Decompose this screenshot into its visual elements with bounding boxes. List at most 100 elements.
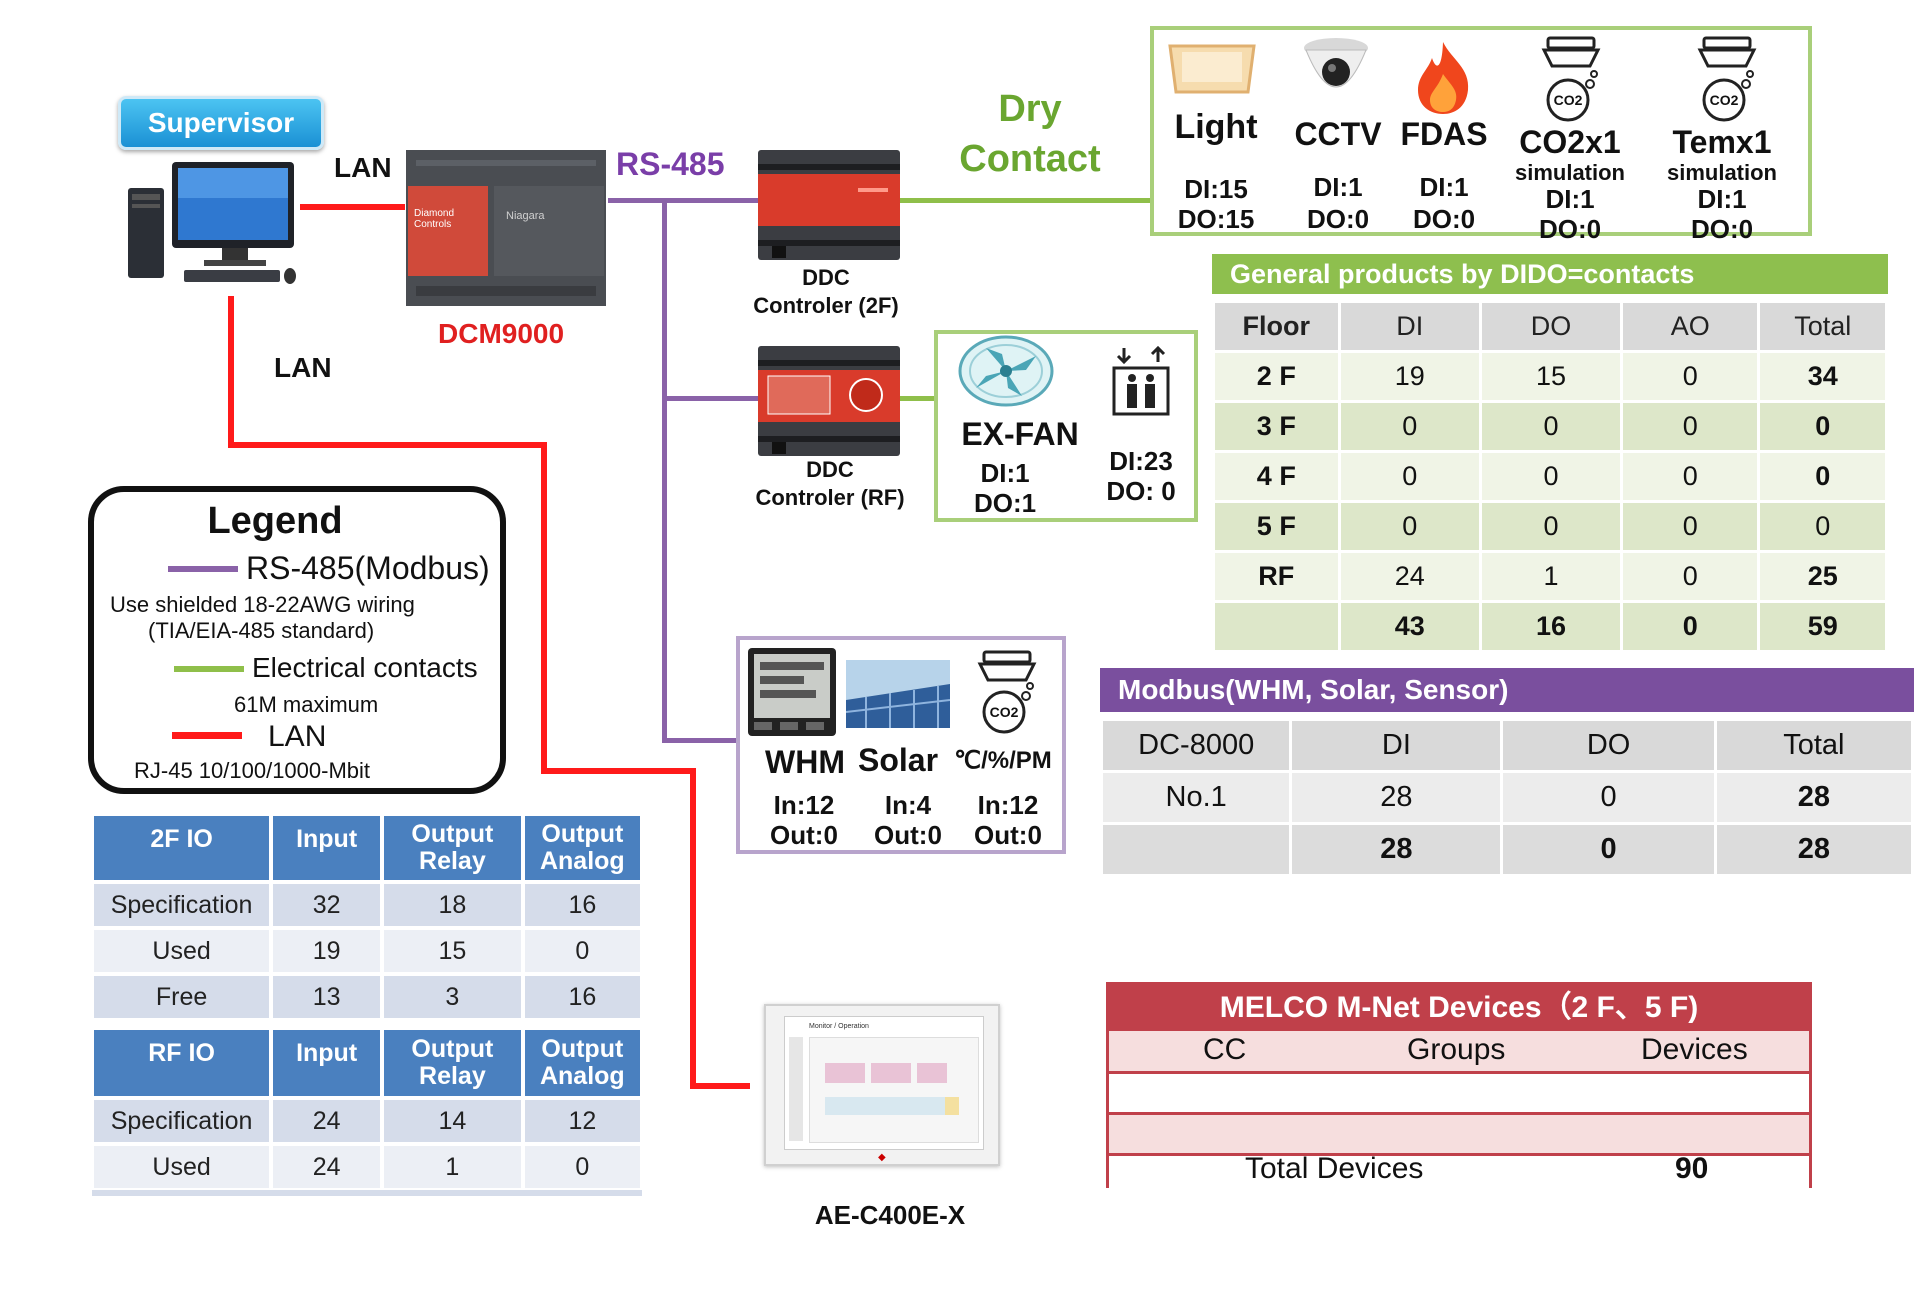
- dido-cell: 0: [1620, 550, 1761, 603]
- device-fdas-do: DO:0: [1412, 204, 1476, 234]
- modbus-cell: 0: [1500, 770, 1717, 825]
- legend-rs485-note2: (TIA/EIA-485 standard): [148, 618, 375, 643]
- modbus-cell: 28: [1289, 770, 1504, 825]
- lan-wire-down: [228, 296, 234, 446]
- ddc-rf-device[interactable]: [758, 346, 900, 456]
- touch-panel-screen: Monitor / Operation: [784, 1016, 984, 1150]
- device-fdas-di: DI:1: [1419, 172, 1469, 202]
- io-rf-cell: 12: [520, 1096, 645, 1146]
- dcm-brand: Diamond Controls: [414, 208, 455, 230]
- touch-panel-device[interactable]: Monitor / Operation ◆: [764, 1004, 1000, 1166]
- whm-in: In:12: [773, 790, 835, 820]
- dido-floor: 3 F: [1212, 400, 1341, 453]
- supervisor-badge[interactable]: Supervisor: [118, 96, 324, 150]
- device-cctv-di: DI:1: [1313, 172, 1363, 202]
- device-cctv-do: DO:0: [1306, 204, 1370, 234]
- whm-meter-icon: [748, 648, 836, 736]
- io-2f-header-2: Output Relay: [380, 812, 525, 884]
- io-2f-cell: 15: [380, 926, 525, 976]
- modbus-cell: 0: [1500, 822, 1717, 877]
- device-light-name: Light: [1174, 108, 1258, 146]
- lan-label-top: LAN: [334, 152, 392, 183]
- io-2f-cell: Used: [89, 926, 274, 976]
- modbus-cell: 28: [1713, 822, 1915, 877]
- dcm-model: Niagara: [506, 210, 545, 222]
- contact-wire-2f: [900, 198, 1155, 203]
- io-2f-cell: 32: [269, 880, 385, 930]
- legend-green-swatch: [174, 666, 244, 672]
- fan-name: EX-FAN: [961, 416, 1079, 452]
- fire-icon: [1408, 40, 1478, 116]
- touch-panel-label: AE-C400E-X: [814, 1200, 966, 1230]
- contact-wire-rf: [900, 396, 936, 401]
- io-rf-table: RF IO Input Output Relay Output Analog S…: [89, 1026, 645, 1192]
- elevator-icon: [1108, 344, 1174, 418]
- solar-in: In:4: [884, 790, 932, 820]
- legend-rs485-note1: Use shielded 18-22AWG wiring: [110, 592, 415, 617]
- device-co2-do: DO:0: [1538, 214, 1602, 244]
- io-rf-cell: 24: [269, 1142, 385, 1192]
- sensor-name: ℃/%/PM: [954, 747, 1052, 774]
- legend-lan-note: RJ-45 10/100/1000-Mbit: [134, 758, 371, 783]
- dido-total: 0: [1757, 400, 1888, 453]
- ddc-rf-label: DDC Controler (RF): [740, 457, 920, 510]
- dido-cell: 0: [1620, 400, 1761, 453]
- io-2f-header-0: 2F IO: [89, 812, 274, 884]
- dido-table: Floor DI DO AO Total 2 F 19 15 0 34 3 F …: [1212, 300, 1888, 653]
- io-rf-header-0: RF IO: [89, 1026, 274, 1100]
- rs485-label: RS-485: [616, 146, 725, 182]
- io-2f-cell: 0: [520, 926, 645, 976]
- device-temp-sub: simulation: [1666, 160, 1777, 185]
- co2-glyph-2f: CO2: [1553, 92, 1583, 108]
- lan-wire-mid: [541, 768, 696, 774]
- device-temp-name: Temx1: [1672, 124, 1772, 160]
- io-2f-cell: Free: [89, 972, 274, 1022]
- lan-wire-horizontal: [228, 442, 546, 448]
- dido-cell: 0: [1620, 500, 1761, 553]
- io-rf-cell: 14: [380, 1096, 525, 1146]
- lan-wire-to-panel: [690, 1083, 750, 1089]
- env-sensor-icon: CO2: [972, 650, 1042, 738]
- rs485-wire-modbus: [662, 738, 736, 743]
- dido-cell: 0: [1478, 450, 1624, 503]
- dido-cell: 19: [1337, 350, 1482, 403]
- ddc-2f-device[interactable]: [758, 150, 900, 260]
- fan-do: DO:1: [973, 488, 1037, 518]
- melco-total-row: Total Devices 90: [1109, 1152, 1809, 1188]
- melco-empty-row-1: [1109, 1074, 1809, 1115]
- legend-title: Legend: [207, 500, 343, 542]
- dcm9000-device[interactable]: Diamond Controls Niagara: [406, 150, 606, 306]
- ddc-2f-label: DDC Controler (2F): [736, 265, 916, 318]
- io-rf-header-1: Input: [269, 1026, 385, 1100]
- io-rf-cell: 24: [269, 1096, 385, 1146]
- device-temp-do: DO:0: [1690, 214, 1754, 244]
- rs485-wire-vertical: [662, 198, 667, 743]
- co2-sensor-icon: CO2: [1536, 36, 1606, 126]
- melco-empty-row-2: [1109, 1115, 1809, 1156]
- io-rf-cell: 0: [520, 1142, 645, 1192]
- supervisor-pc-icon[interactable]: [124, 158, 304, 288]
- io-2f-cell: 16: [520, 880, 645, 930]
- fan-icon: [956, 334, 1056, 408]
- io-2f-cell: 18: [380, 880, 525, 930]
- solar-name: Solar: [857, 742, 939, 778]
- co2-glyph-modbus: CO2: [989, 704, 1019, 720]
- sensor-in: In:12: [977, 790, 1039, 820]
- device-co2-sub: simulation: [1514, 160, 1625, 185]
- solar-out: Out:0: [874, 820, 942, 850]
- device-light-di: DI:15: [1184, 174, 1248, 204]
- device-cctv-name: CCTV: [1294, 116, 1382, 152]
- dido-cell: 1: [1478, 550, 1624, 603]
- dido-floor: 5 F: [1212, 500, 1341, 553]
- io-rf-cell: Specification: [89, 1096, 274, 1146]
- lan-wire-long-down: [541, 442, 547, 772]
- dido-cell: 0: [1620, 350, 1761, 403]
- rs485-wire-from-dcm: [608, 198, 758, 203]
- dido-cell: 0: [1620, 450, 1761, 503]
- lan-label-left: LAN: [274, 352, 332, 383]
- elevator-di: DI:23: [1109, 446, 1173, 476]
- melco-total-label: Total Devices: [1245, 1152, 1424, 1185]
- dido-cell: 0: [1478, 500, 1624, 553]
- io-2f-cell: 16: [520, 972, 645, 1022]
- whm-out: Out:0: [770, 820, 838, 850]
